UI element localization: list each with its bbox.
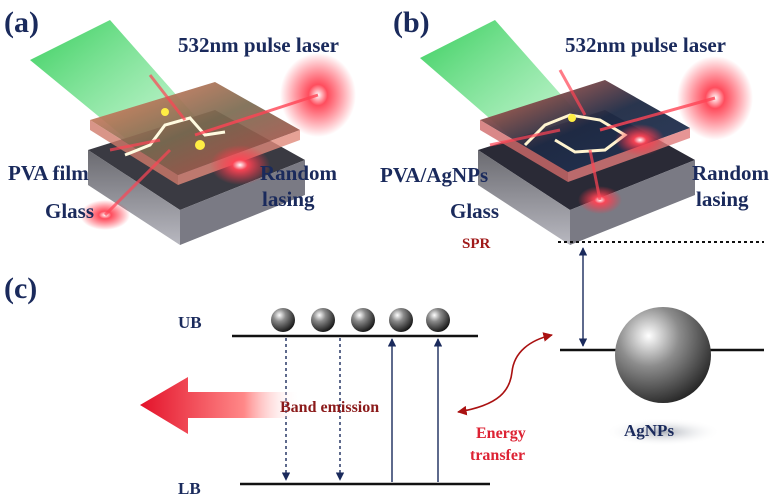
substrate-label-b: Glass xyxy=(450,199,499,223)
agnp-shadow xyxy=(605,418,721,446)
electron xyxy=(311,308,335,332)
dye-molecule xyxy=(195,140,205,150)
panel-b-tag: (b) xyxy=(393,6,430,39)
electron xyxy=(271,308,295,332)
output-label-b-line2: lasing xyxy=(696,187,749,211)
film-label-a: PVA film xyxy=(8,161,89,185)
laser-label-b: 532nm pulse laser xyxy=(565,33,726,57)
panel-a-tag: (a) xyxy=(4,6,39,39)
agnp-sphere xyxy=(615,307,711,403)
upper-band-label: UB xyxy=(178,313,202,332)
band-emission-label: Band emission xyxy=(280,399,379,416)
film-label-b: PVA/AgNPs xyxy=(380,163,488,187)
panel-c-tag: (c) xyxy=(4,272,37,305)
spr-label: SPR xyxy=(462,236,491,252)
random-lasing-glow xyxy=(210,145,270,185)
energy-transfer-arrow xyxy=(457,332,553,416)
agnp-label: AgNPs xyxy=(624,421,674,440)
panel-a: (a) 532nm pulse laser PVA film Glass Ran… xyxy=(4,6,356,245)
emission-ray xyxy=(489,128,561,147)
electron xyxy=(351,308,375,332)
emission-ray xyxy=(148,74,187,121)
dye-molecule xyxy=(161,108,169,116)
energy-transfer-label-line1: Energy xyxy=(476,425,526,442)
emission-ray xyxy=(109,138,161,152)
random-lasing-glow xyxy=(615,124,665,156)
emission-ray xyxy=(588,149,602,201)
panel-b: (b) 532nm pulse laser PVA/AgNPs Glass Ra… xyxy=(380,6,770,245)
emission-ray xyxy=(599,96,716,132)
band-emission-arrow xyxy=(140,377,300,434)
polymer-chain xyxy=(124,116,226,157)
substrate-label-a: Glass xyxy=(45,199,94,223)
electron xyxy=(389,308,413,332)
lower-band-label: LB xyxy=(178,479,201,496)
laser-label-a: 532nm pulse laser xyxy=(178,33,339,57)
electron xyxy=(426,308,450,332)
energy-transfer-label-line2: transfer xyxy=(470,447,525,464)
emission-ray xyxy=(103,148,172,217)
emission-ray xyxy=(194,93,319,137)
emission-ray xyxy=(558,69,587,116)
panel-c: (c) UB LB Band emission Energy transfer … xyxy=(4,236,764,496)
output-label-a-line2: lasing xyxy=(262,187,315,211)
dye-molecule xyxy=(568,114,576,122)
output-label-b-line1: Random xyxy=(692,161,770,185)
output-label-a-line1: Random xyxy=(260,161,338,185)
